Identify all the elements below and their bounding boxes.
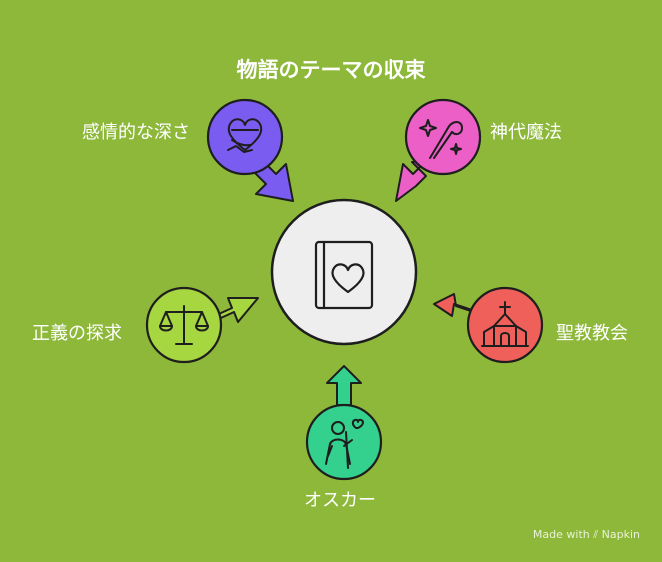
heart-book-icon: [314, 240, 374, 310]
napkin-credit: Made with ⫽ Napkin: [532, 528, 640, 541]
node-circle-emotion: [206, 98, 284, 176]
church-icon: [481, 301, 529, 347]
person-heart-icon: [325, 418, 364, 469]
label-oscar: オスカー: [304, 490, 376, 511]
arrow-oscar: [326, 365, 362, 406]
label-justice: 正義の探求: [32, 323, 122, 344]
label-magic: 神代魔法: [490, 122, 562, 143]
label-emotion: 感情的な深さ: [82, 122, 190, 143]
diagram-title: 物語のテーマの収束: [236, 58, 426, 82]
heart-hand-icon: [227, 118, 263, 153]
label-church: 聖教教会: [556, 323, 628, 344]
magic-wand-icon: [419, 119, 463, 159]
center-circle: [270, 198, 418, 346]
scales-icon: [159, 305, 209, 345]
